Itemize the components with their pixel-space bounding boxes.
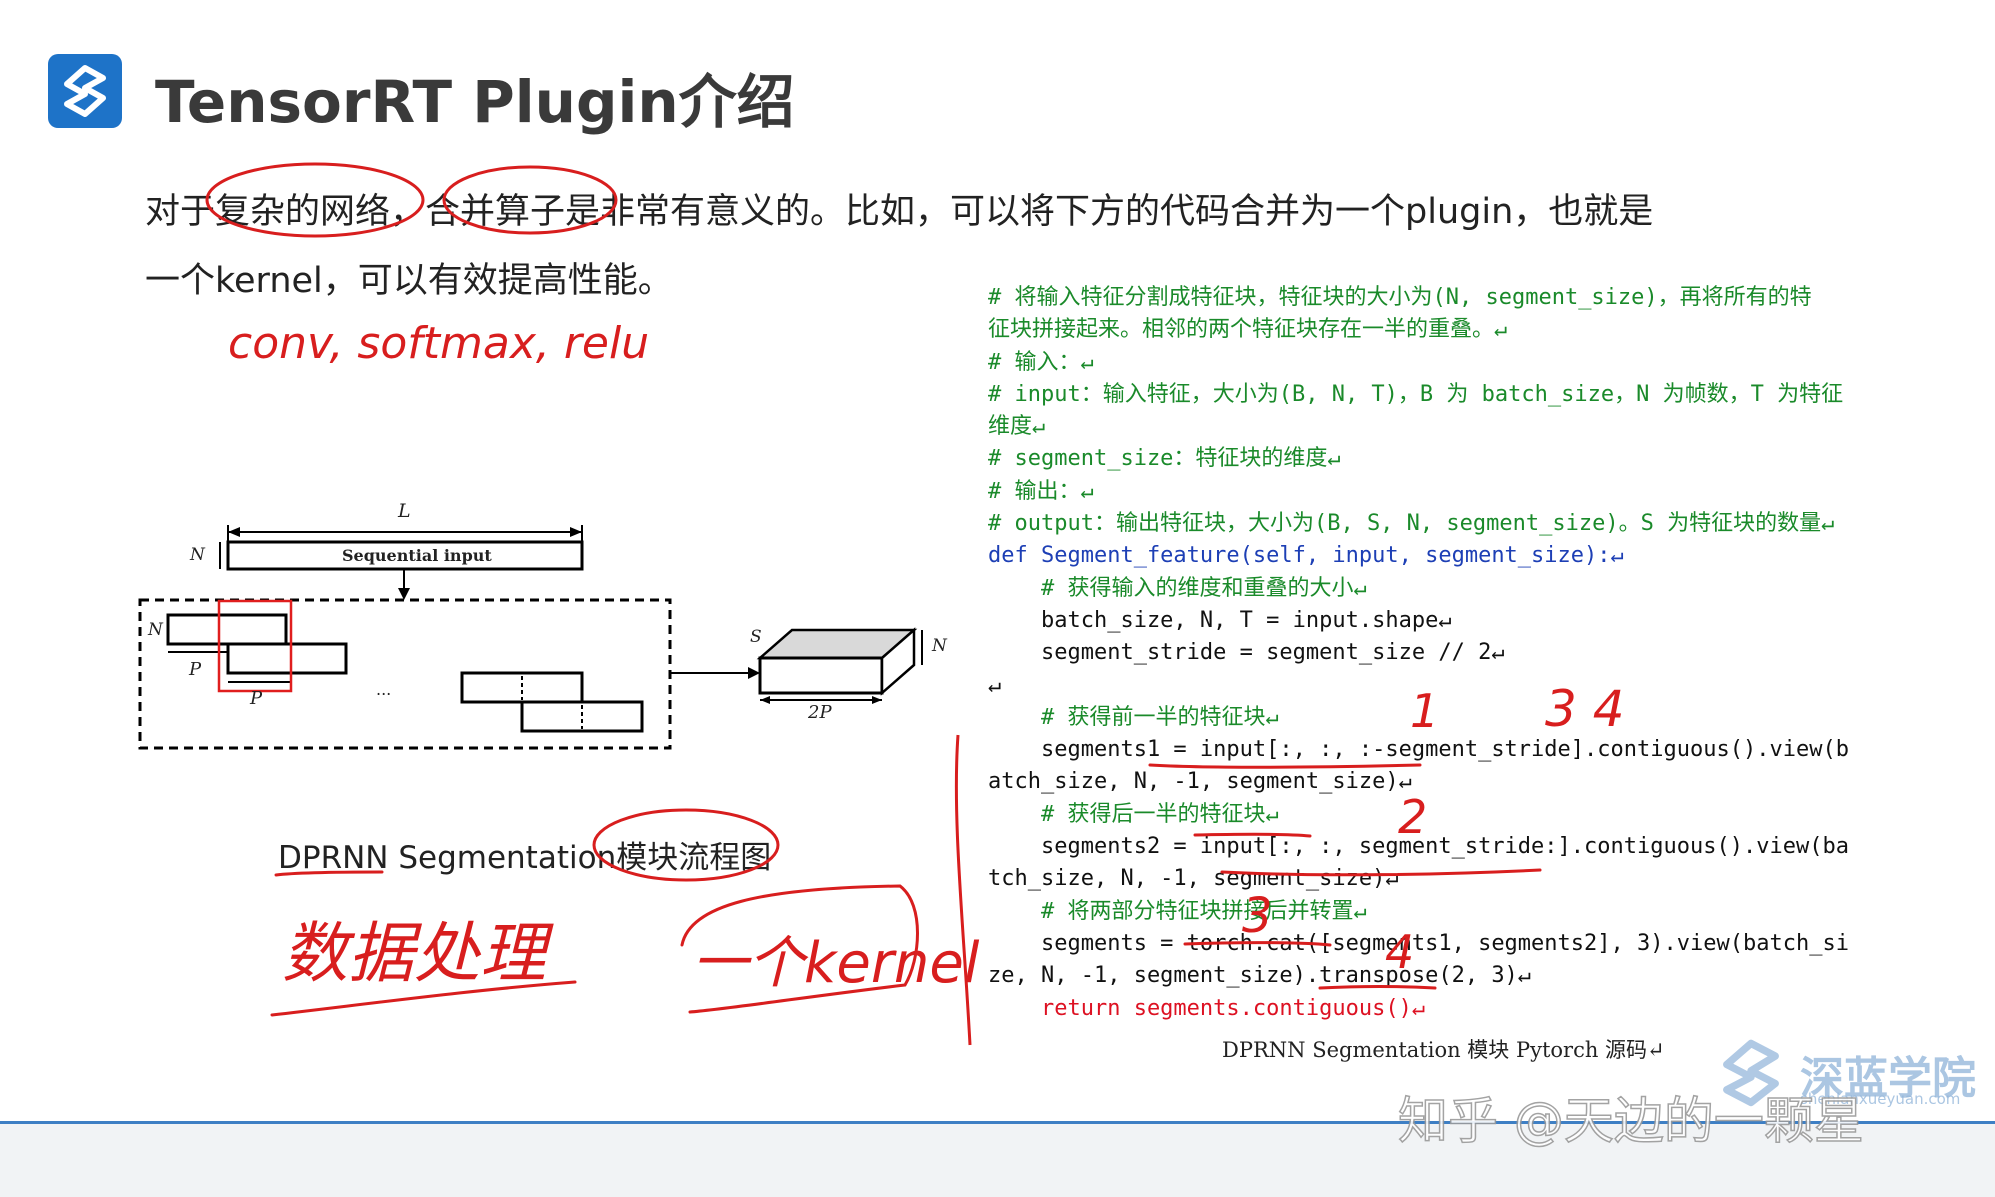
code-line: # segment_size：特征块的维度↵ (988, 446, 1341, 472)
code-block: # 将输入特征分割成特征块，特征块的大小为(N, segment_size)，再… (988, 282, 1868, 1025)
code-line: segments = torch.cat([segments1, segment… (988, 930, 1849, 956)
label-N-top: N (190, 545, 205, 565)
code-line: ze, N, -1, segment_size).transpose(2, 3)… (988, 963, 1532, 989)
ellipsis-label: ... (376, 680, 392, 699)
footer-divider (0, 1121, 1995, 1124)
deepblue-watermark-icon (1712, 1035, 1790, 1117)
code-line: segments2 = input[:, :, segment_stride:]… (988, 834, 1849, 860)
code-line: return segments.contiguous()↵ (988, 995, 1426, 1021)
code-line: # 获得前一半的特征块↵ (988, 704, 1279, 730)
handwritten-ops-note: conv, softmax, relu (228, 318, 650, 369)
code-line: batch_size, N, T = input.shape↵ (988, 607, 1452, 633)
sequential-input-label: Sequential input (342, 546, 492, 565)
handwritten-data-note: 数据处理 (282, 915, 546, 992)
handwritten-numbers-34: 3 4 (1545, 680, 1625, 738)
slide-title: TensorRT Plugin介绍 (155, 68, 795, 136)
code-line: ↵ (988, 672, 1002, 698)
code-line: tch_size, N, -1, segment_size)↵ (988, 866, 1399, 892)
code-line: segments1 = input[:, :, :-segment_stride… (988, 737, 1849, 763)
handwritten-number-1: 1 (1410, 684, 1440, 738)
code-line: # 获得输入的维度和重叠的大小↵ (988, 575, 1367, 601)
code-line: # output：输出特征块，大小为(B, S, N, segment_size… (988, 511, 1835, 537)
code-line: # 将两部分特征块拼接后并转置↵ (988, 898, 1367, 924)
label-P2: P (250, 688, 263, 709)
diagram-caption: DPRNN Segmentation模块流程图 (278, 840, 772, 876)
intro-line-2: 一个kernel，可以有效提高性能。 (145, 261, 673, 301)
code-line: segment_stride = segment_size // 2↵ (988, 640, 1505, 666)
code-line: # 将输入特征分割成特征块，特征块的大小为(N, segment_size)，再… (988, 285, 1812, 310)
code-line: # 输出：↵ (988, 478, 1094, 504)
watermark-site: shenlanxueyuan.com (1800, 1090, 1961, 1108)
intro-line-1: 对于复杂的网络，合并算子是非常有意义的。比如，可以将下方的代码合并为一个plug… (145, 192, 1654, 232)
label-P1: P (189, 659, 202, 680)
deepblue-logo-icon (48, 54, 122, 128)
label-L: L (398, 500, 411, 522)
label-S: S (750, 627, 762, 647)
code-caption: DPRNN Segmentation 模块 Pytorch 源码↵ (1222, 1038, 1665, 1062)
code-line: # 输入：↵ (988, 349, 1094, 375)
handwritten-number-4: 4 (1385, 925, 1415, 979)
watermark-brand: 深蓝学院 (1800, 1053, 1976, 1104)
code-line: def Segment_feature(self, input, segment… (988, 543, 1624, 569)
label-N-left: N (148, 620, 163, 640)
handwritten-number-2: 2 (1398, 790, 1428, 844)
footer-bar (0, 1124, 1995, 1197)
code-line: # 获得后一半的特征块↵ (988, 801, 1279, 827)
handwritten-number-3: 3 (1242, 888, 1273, 944)
code-line: atch_size, N, -1, segment_size)↵ (988, 769, 1412, 795)
label-N-right: N (932, 636, 947, 656)
code-line: 维度↵ (988, 414, 1046, 440)
zhihu-watermark: 知乎 @天边的一颗星 (1397, 1091, 1864, 1151)
label-2P: 2P (808, 702, 832, 723)
handwritten-kernel-note: 一个kernel (692, 931, 980, 996)
code-line: 征块拼接起来。相邻的两个特征块存在一半的重叠。↵ (988, 317, 1508, 343)
code-line: # input：输入特征，大小为(B, N, T)，B 为 batch_size… (988, 381, 1844, 407)
